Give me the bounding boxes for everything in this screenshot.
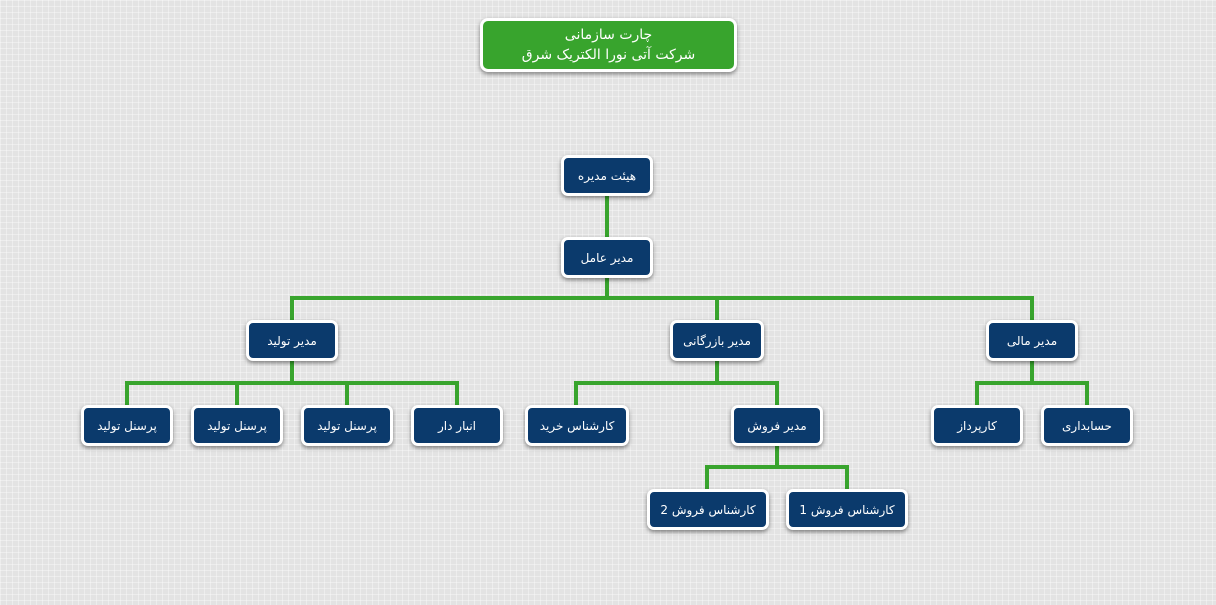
node-sales-expert-1[interactable]: کارشناس فروش 1 <box>786 489 908 530</box>
chart-title-line2: شرکت آتی نورا الکتریک شرق <box>521 47 696 63</box>
chart-title-line1: چارت سازمانی <box>564 27 653 43</box>
node-production-staff-3[interactable]: پرسنل تولید <box>301 405 393 446</box>
node-board[interactable]: هیئت مدیره <box>561 155 653 196</box>
node-purchase-expert[interactable]: کارشناس خرید <box>525 405 629 446</box>
node-accounting[interactable]: حسابداری <box>1041 405 1133 446</box>
node-commerce-manager[interactable]: مدیر بازرگانی <box>670 320 764 361</box>
node-production-manager[interactable]: مدیر تولید <box>246 320 338 361</box>
node-ceo[interactable]: مدیر عامل <box>561 237 653 278</box>
node-production-staff-1[interactable]: پرسنل تولید <box>81 405 173 446</box>
node-finance-manager[interactable]: مدیر مالی <box>986 320 1078 361</box>
chart-title: چارت سازمانی شرکت آتی نورا الکتریک شرق <box>480 18 737 72</box>
node-warehouse-keeper[interactable]: انبار دار <box>411 405 503 446</box>
node-sales-manager[interactable]: مدیر فروش <box>731 405 823 446</box>
node-sales-expert-2[interactable]: کارشناس فروش 2 <box>647 489 769 530</box>
node-production-staff-2[interactable]: پرسنل تولید <box>191 405 283 446</box>
node-procurement[interactable]: کارپرداز <box>931 405 1023 446</box>
